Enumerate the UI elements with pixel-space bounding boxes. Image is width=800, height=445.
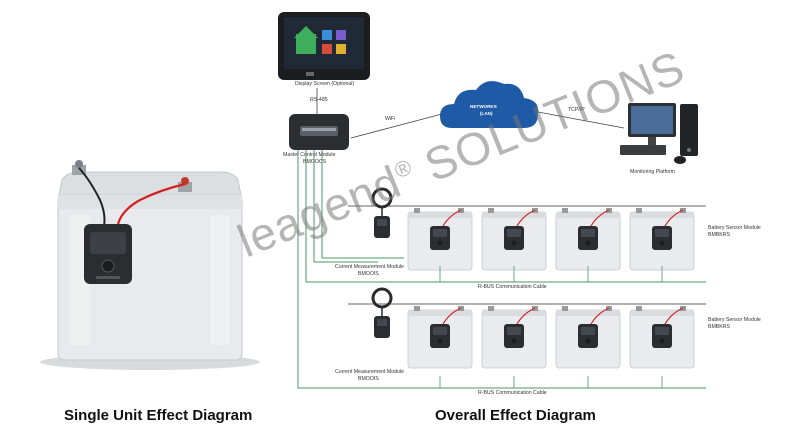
label-sensor-top-line1: Battery Sensor Module [708, 225, 761, 231]
label-monitoring: Monitoring Platform [630, 169, 675, 175]
label-rbus-top: R-BUS Communication Cable [478, 284, 547, 290]
network-cloud [440, 81, 539, 128]
label-sensor-top-line2: BMBKRS [708, 232, 730, 238]
battery-row1-1 [407, 208, 473, 271]
battery-row2-2 [481, 306, 547, 369]
battery-row1-3 [555, 208, 621, 271]
red-cable [116, 182, 186, 225]
connection-lines [316, 88, 625, 139]
label-display-screen: Display Screen (Optional) [295, 81, 355, 87]
battery-row2-1 [407, 306, 473, 369]
current-clamp-row1 [371, 187, 393, 238]
single-battery [40, 160, 260, 370]
battery-row1-2 [481, 208, 547, 271]
current-clamp-row2 [371, 287, 393, 338]
label-rbus-bot: R-BUS Communication Cable [478, 390, 547, 396]
label-network-line1: NETWORKS [470, 104, 497, 109]
label-master-line2: BMOOCS [303, 159, 327, 165]
label-wifi: WiFi [385, 116, 396, 122]
monitoring-computer [620, 103, 698, 164]
caption-single-unit: Single Unit Effect Diagram [64, 407, 253, 424]
label-current-bot-line2: BMOOIS [358, 376, 379, 382]
label-sensor-bot-line1: Battery Sensor Module [708, 317, 761, 323]
label-tcpip: TCP/IP [568, 107, 585, 113]
display-screen [278, 12, 370, 80]
battery-row1-4 [629, 208, 695, 271]
label-current-top-line1: Current Measurement Module [335, 264, 404, 270]
battery-row2-3 [555, 306, 621, 369]
label-rs485: RS-485 [310, 97, 328, 103]
bus-lines [297, 150, 706, 389]
black-cable [78, 167, 106, 227]
label-current-top-line2: BMOOIS [358, 271, 379, 277]
battery-row2-4 [629, 306, 695, 369]
label-current-bot-line1: Current Measurement Module [335, 369, 404, 375]
label-sensor-bot-line2: BMBKRS [708, 324, 730, 330]
label-network-line2: (LAN) [480, 111, 493, 116]
caption-overall: Overall Effect Diagram [435, 407, 596, 424]
master-control-module [289, 114, 349, 150]
label-master-line1: Master Control Module [283, 152, 336, 158]
